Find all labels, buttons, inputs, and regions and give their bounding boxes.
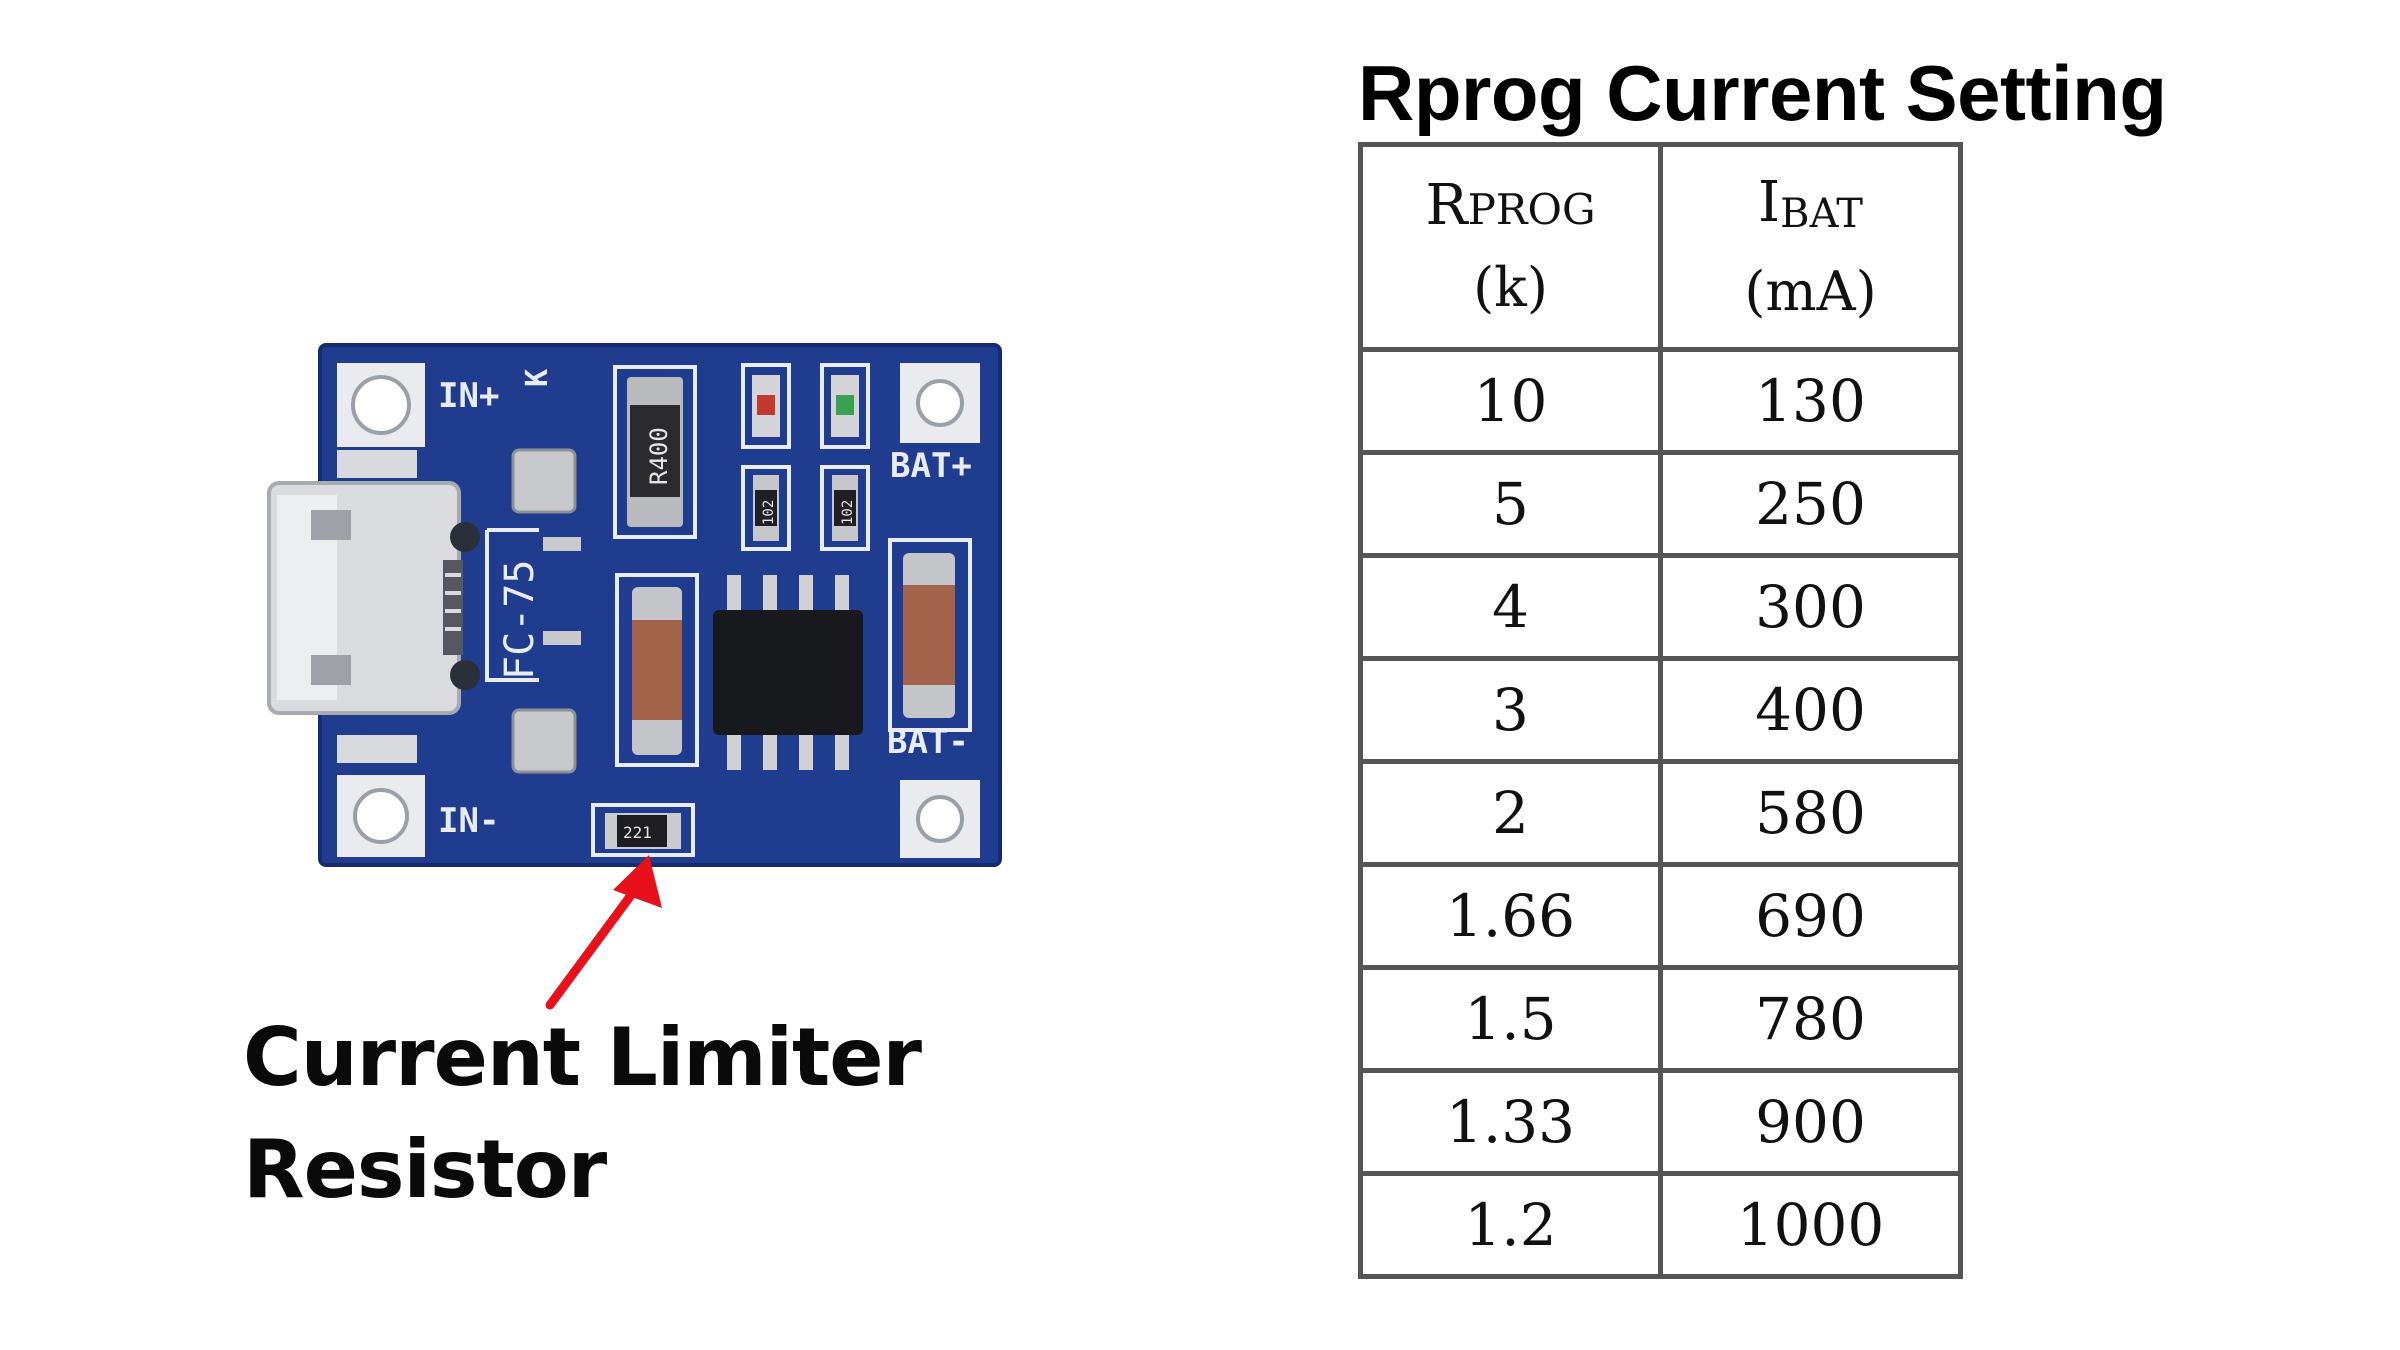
cell-ibat: 130 xyxy=(1658,347,1963,455)
header-ibat-label: IBAT xyxy=(1758,169,1863,237)
cell-rprog: 1.2 xyxy=(1358,1171,1663,1279)
callout-caption: Current Limiter Resistor xyxy=(243,1002,1003,1226)
resistor-led-2 xyxy=(820,465,870,551)
cell-rprog: 2 xyxy=(1358,759,1663,867)
mounting-hole-top-right xyxy=(900,363,980,443)
silk-r400: R400 xyxy=(645,427,673,485)
silk-102-b: 102 xyxy=(840,500,856,525)
cell-ibat: 580 xyxy=(1658,759,1963,867)
resistor-rprog xyxy=(591,803,695,857)
mounting-hole-bottom-left xyxy=(337,775,425,857)
capacitor-output xyxy=(888,538,972,732)
cell-ibat: 900 xyxy=(1658,1068,1963,1176)
charger-board-image: FC-75 IN+ K IN- BAT+ BAT- R400 xyxy=(255,335,1015,1010)
resistor-led-1 xyxy=(741,465,791,551)
mounting-hole-bottom-right xyxy=(900,780,980,858)
cell-rprog: 10 xyxy=(1358,347,1663,455)
header-rprog-label: RPROG xyxy=(1425,173,1596,238)
cell-rprog: 4 xyxy=(1358,553,1663,661)
silk-k: K xyxy=(520,369,555,387)
silk-fc75: FC-75 xyxy=(497,560,543,680)
cell-rprog: 1.5 xyxy=(1358,965,1663,1073)
led-full xyxy=(820,363,870,449)
cell-ibat: 400 xyxy=(1658,656,1963,764)
silk-in-minus: IN- xyxy=(438,801,499,841)
header-rprog-unit: (k) xyxy=(1473,256,1548,319)
pointer-arrow xyxy=(545,855,662,1010)
cell-ibat: 250 xyxy=(1658,450,1963,558)
cell-ibat: 780 xyxy=(1658,965,1963,1073)
callout-line-2: Resistor xyxy=(243,1123,607,1216)
silk-in-plus: IN+ xyxy=(438,376,499,416)
resistor-r400 xyxy=(613,365,697,539)
header-rprog: RPROG (k) xyxy=(1358,142,1663,352)
silk-102-a: 102 xyxy=(761,500,777,525)
table-title: Rprog Current Setting xyxy=(1358,49,2167,137)
cell-rprog: 1.33 xyxy=(1358,1068,1663,1176)
cell-rprog: 5 xyxy=(1358,450,1663,558)
tp4056-ic xyxy=(713,575,863,770)
silk-bat-plus: BAT+ xyxy=(890,446,972,486)
cell-rprog: 3 xyxy=(1358,656,1663,764)
cell-ibat: 300 xyxy=(1658,553,1963,661)
micro-usb-connector xyxy=(267,450,480,763)
cell-ibat: 690 xyxy=(1658,862,1963,970)
cell-ibat: 1000 xyxy=(1658,1171,1963,1279)
fc75-component-outline xyxy=(485,448,581,774)
mounting-hole-top-left xyxy=(337,363,425,447)
capacitor-input xyxy=(615,573,699,767)
led-charging xyxy=(741,363,791,449)
cell-rprog: 1.66 xyxy=(1358,862,1663,970)
table-header-row: RPROG (k) IBAT (mA) xyxy=(1358,142,1963,352)
charger-board-drawing: FC-75 IN+ K IN- BAT+ BAT- R400 xyxy=(267,343,1002,1010)
silk-221: 221 xyxy=(623,823,652,842)
callout-line-1: Current Limiter xyxy=(243,1011,922,1104)
header-ibat: IBAT (mA) xyxy=(1658,142,1963,352)
header-ibat-unit: (mA) xyxy=(1744,259,1877,323)
